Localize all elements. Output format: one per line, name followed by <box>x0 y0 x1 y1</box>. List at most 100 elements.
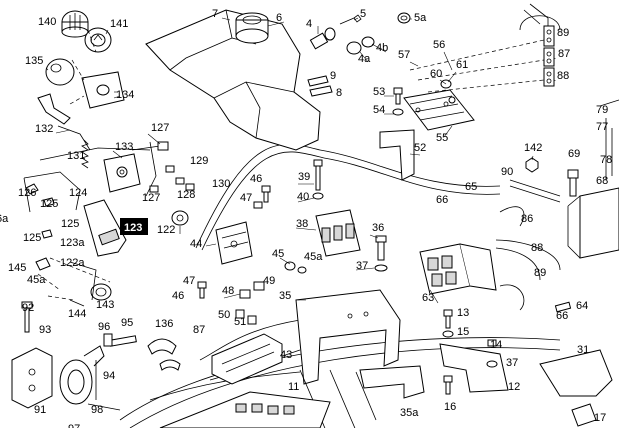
part-nut-142 <box>525 157 539 173</box>
part-label-52: 52 <box>414 142 426 154</box>
part-screw-53 <box>392 87 404 116</box>
part-screws-127 <box>149 141 195 193</box>
part-label-36: 36 <box>372 222 384 234</box>
part-label-69: 69 <box>568 148 580 160</box>
part-horn-94 <box>59 345 105 405</box>
part-filler-neck-6 <box>235 12 269 44</box>
part-clip-136 <box>147 338 181 371</box>
part-label-12: 12 <box>508 381 520 393</box>
part-label-6: 6 <box>276 12 282 24</box>
part-label-134: 134 <box>116 89 134 101</box>
part-label-122a: 122a <box>60 257 85 269</box>
part-bracket-132 <box>37 93 91 151</box>
part-relay-block-63 <box>419 243 497 295</box>
part-label-122: 122 <box>157 224 175 236</box>
part-label-124: 124 <box>69 187 87 199</box>
part-bolt-95 <box>103 333 137 347</box>
part-label-49: 49 <box>263 275 275 287</box>
part-clip-5 <box>339 14 362 25</box>
part-label-123a: 123a <box>60 237 85 249</box>
part-bracket-12 <box>439 343 509 393</box>
part-label-8: 8 <box>336 87 342 99</box>
part-screw-64 <box>554 301 572 313</box>
part-label-96: 96 <box>98 321 110 333</box>
part-label-95: 95 <box>121 317 133 329</box>
part-label-61: 61 <box>456 59 468 71</box>
part-label-56: 56 <box>433 39 445 51</box>
part-label-136: 136 <box>155 318 173 330</box>
part-bolt-16 <box>443 375 453 395</box>
part-label-65: 65 <box>465 181 477 193</box>
part-bracket-35 <box>295 289 401 385</box>
part-label-126: 126 <box>18 187 36 199</box>
part-knob-140 <box>61 10 89 38</box>
part-label-125: 125 <box>23 232 41 244</box>
part-battery-68 <box>567 187 619 259</box>
part-label-48: 48 <box>222 285 234 297</box>
part-label-125: 125 <box>40 198 58 210</box>
part-label-44: 44 <box>190 238 202 250</box>
part-label-94: 94 <box>103 370 115 382</box>
part-label-50: 50 <box>218 309 230 321</box>
part-housing-134 <box>81 71 125 109</box>
part-label-35a: 35a <box>400 407 419 419</box>
part-label-93: 93 <box>39 324 51 336</box>
part-label-68: 68 <box>596 175 608 187</box>
part-screw-46-47 <box>197 185 271 299</box>
highlighted-part-label: 123 <box>120 218 148 235</box>
part-label-127: 127 <box>142 192 160 204</box>
part-label-128: 128 <box>177 189 195 201</box>
part-label-145: 145 <box>8 262 26 274</box>
part-label-130: 130 <box>212 178 230 190</box>
part-label-63: 63 <box>422 292 434 304</box>
part-bolt-69 <box>567 169 579 197</box>
part-bolt-92 <box>21 301 33 333</box>
part-switch-panel <box>159 391 331 428</box>
part-label-35: 35 <box>279 290 291 302</box>
part-label-132: 132 <box>35 123 53 135</box>
part-label-141: 141 <box>110 18 128 30</box>
part-label-78: 78 <box>600 154 612 166</box>
part-cover-7 <box>145 9 321 151</box>
part-plug-4a <box>346 36 375 55</box>
part-label-127: 127 <box>151 122 169 134</box>
part-label-9: 9 <box>330 70 336 82</box>
part-label-97: 97 <box>68 423 80 428</box>
part-label-55: 55 <box>436 132 448 144</box>
part-label-45a: 45a <box>27 274 46 286</box>
part-label-91: 91 <box>34 404 46 416</box>
part-grommet-45 <box>284 261 307 274</box>
part-bolt-36 <box>374 235 388 272</box>
part-label-45a: 45a <box>304 251 323 263</box>
part-label-87: 87 <box>193 324 205 336</box>
part-label-125: 125 <box>61 218 79 230</box>
part-label-37: 37 <box>356 260 368 272</box>
part-label-92: 92 <box>22 302 34 314</box>
part-label-6a: 6a <box>0 213 9 225</box>
part-lever-124 <box>83 199 127 257</box>
part-label-86: 86 <box>521 213 533 225</box>
part-cylinder-122 <box>171 210 189 226</box>
part-label-57: 57 <box>398 49 410 61</box>
part-label-16: 16 <box>444 401 456 413</box>
part-label-5a: 5a <box>414 12 427 24</box>
part-label-88: 88 <box>531 242 543 254</box>
part-dial-141 <box>84 27 112 53</box>
part-label-47: 47 <box>183 275 195 287</box>
part-bracket-35a <box>359 365 425 399</box>
part-label-31: 31 <box>577 344 589 356</box>
part-label-88: 88 <box>557 70 569 82</box>
part-bracket-55 <box>403 89 475 131</box>
part-nipple-4 <box>309 27 336 50</box>
part-label-133: 133 <box>115 141 133 153</box>
part-bracket-52 <box>379 129 415 181</box>
part-label-140: 140 <box>38 16 56 28</box>
part-plate-91 <box>11 347 53 409</box>
part-label-144: 144 <box>68 308 86 320</box>
part-grille-9-8 <box>307 75 333 97</box>
part-pedal-43 <box>211 333 283 385</box>
part-label-43: 43 <box>280 349 292 361</box>
part-label-66: 66 <box>436 194 448 206</box>
